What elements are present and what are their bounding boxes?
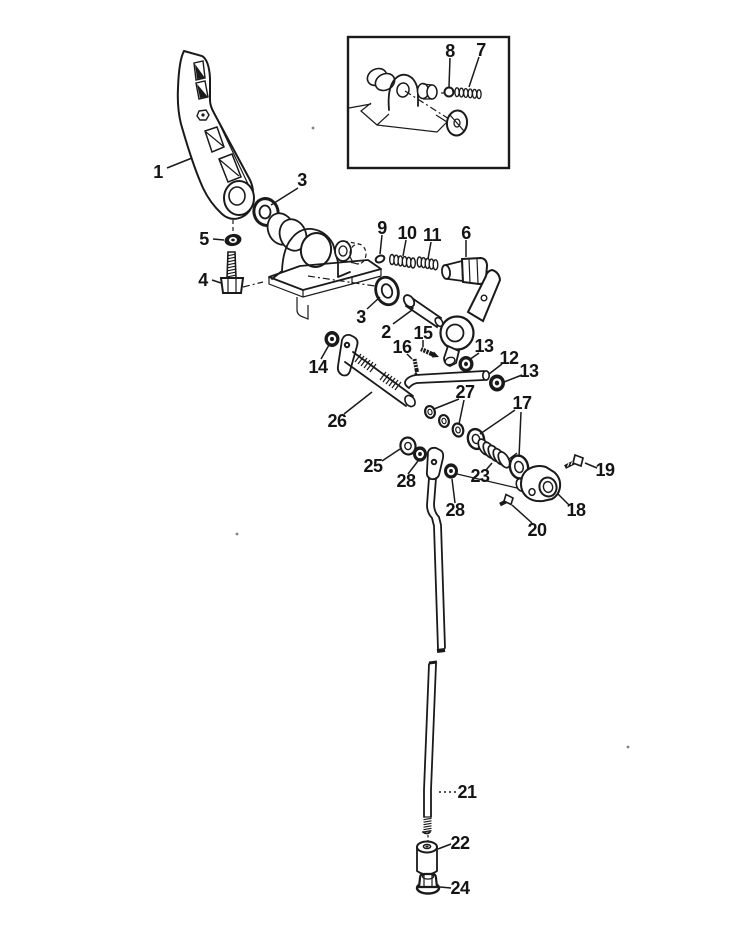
callout-24-label: 24 [450,878,470,898]
callout-16-label: 16 [392,337,412,357]
callout-18: 18 [557,493,586,520]
callout-1-label: 1 [153,162,163,182]
callout-4: 4 [198,270,222,290]
callout-12: 12 [488,348,519,375]
washer-25 [399,436,417,456]
washer-14 [324,331,340,347]
callout-14-label: 14 [308,357,328,377]
washer-28-left [413,446,427,462]
knurl-band-2 [379,371,402,391]
washer-13-right [489,374,505,392]
callout-21: 21 [438,782,477,802]
callout-23-label: 23 [470,466,490,486]
callout-5: 5 [199,229,225,249]
washer-5 [224,233,242,247]
callout-10-label: 10 [397,223,417,243]
callout-26: 26 [327,391,373,431]
callout-13-left-label: 13 [474,336,494,356]
callout-11-label: 11 [423,225,442,245]
spacer-22 [416,835,438,880]
callout-6: 6 [461,223,472,257]
callout-8: 8 [445,41,456,88]
screw-15 [420,346,439,358]
detent-spring [451,87,482,100]
callout-4-label: 4 [198,270,208,290]
pin-20 [499,493,514,507]
callout-3-lower: 3 [356,296,381,327]
callout-28-left-label: 28 [396,471,416,491]
callout-24: 24 [439,878,470,898]
detent-ball [441,86,455,98]
callout-19: 19 [584,460,615,480]
callout-13-left: 13 [468,336,494,361]
callout-6-label: 6 [461,223,471,243]
callout-2-label: 2 [381,322,391,342]
callout-27-label: 27 [455,382,475,402]
callout-28-right-label: 28 [445,500,465,520]
link-shaft-26 [336,333,416,408]
specks [235,126,630,749]
callout-13-right-label: 13 [519,361,539,381]
callout-7: 7 [468,40,487,88]
callout-2: 2 [381,309,413,342]
assembly-axis-line [456,473,518,489]
callout-9-label: 9 [377,218,387,238]
callout-11: 11 [423,225,442,260]
callout-20-label: 20 [527,520,547,540]
callout-7-label: 7 [476,40,486,60]
callout-22: 22 [437,833,470,853]
callout-3-upper-label: 3 [297,170,307,190]
washer-28-right [444,463,458,479]
callout-17-label: 17 [512,393,532,413]
callout-28-right: 28 [445,478,465,520]
callout-20: 20 [511,504,547,540]
spring-11 [416,256,439,271]
callout-12-label: 12 [499,348,519,368]
retainer-9 [374,254,386,264]
callout-14: 14 [308,344,330,377]
pin-19 [564,453,585,469]
callout-10: 10 [397,223,417,257]
throttle-lever [176,49,255,233]
callout-13-right: 13 [503,361,539,383]
washer-3-lower [374,275,400,307]
actuator-rod-21 [422,446,446,835]
callout-3-lower-label: 3 [356,307,366,327]
callout-26-label: 26 [327,411,347,431]
o-rings-27 [424,404,465,438]
link-rod-12 [404,370,490,389]
callout-15-label: 15 [413,323,433,343]
bell-crank [439,268,502,367]
callout-8-label: 8 [445,41,455,61]
pivot-bracket [242,212,382,320]
callout-18-label: 18 [566,500,586,520]
callout-27: 27 [433,382,475,425]
nut-24 [415,872,441,895]
callout-1: 1 [153,157,193,182]
callout-25: 25 [363,448,401,476]
callout-28-left: 28 [396,460,419,491]
anchor-bracket-18 [515,465,562,503]
spring-10 [389,253,417,269]
detent-plug-6 [441,256,489,286]
callout-19-label: 19 [595,460,615,480]
spring-23 [477,438,518,469]
callout-17: 17 [479,393,532,458]
callout-21-label: 21 [457,782,477,802]
pivot-pin-2 [402,294,444,329]
pin-16 [412,358,419,376]
knurl-band-1 [354,353,377,373]
callout-15: 15 [413,323,433,347]
callout-5-label: 5 [199,229,209,249]
callout-3-upper: 3 [270,170,308,206]
callout-25-label: 25 [363,456,383,476]
callout-22-label: 22 [450,833,470,853]
callout-23: 23 [470,462,493,486]
callout-9: 9 [377,218,388,255]
callout-16: 16 [392,337,413,360]
bolt-4 [219,251,245,294]
inset-detail-box [346,35,511,170]
